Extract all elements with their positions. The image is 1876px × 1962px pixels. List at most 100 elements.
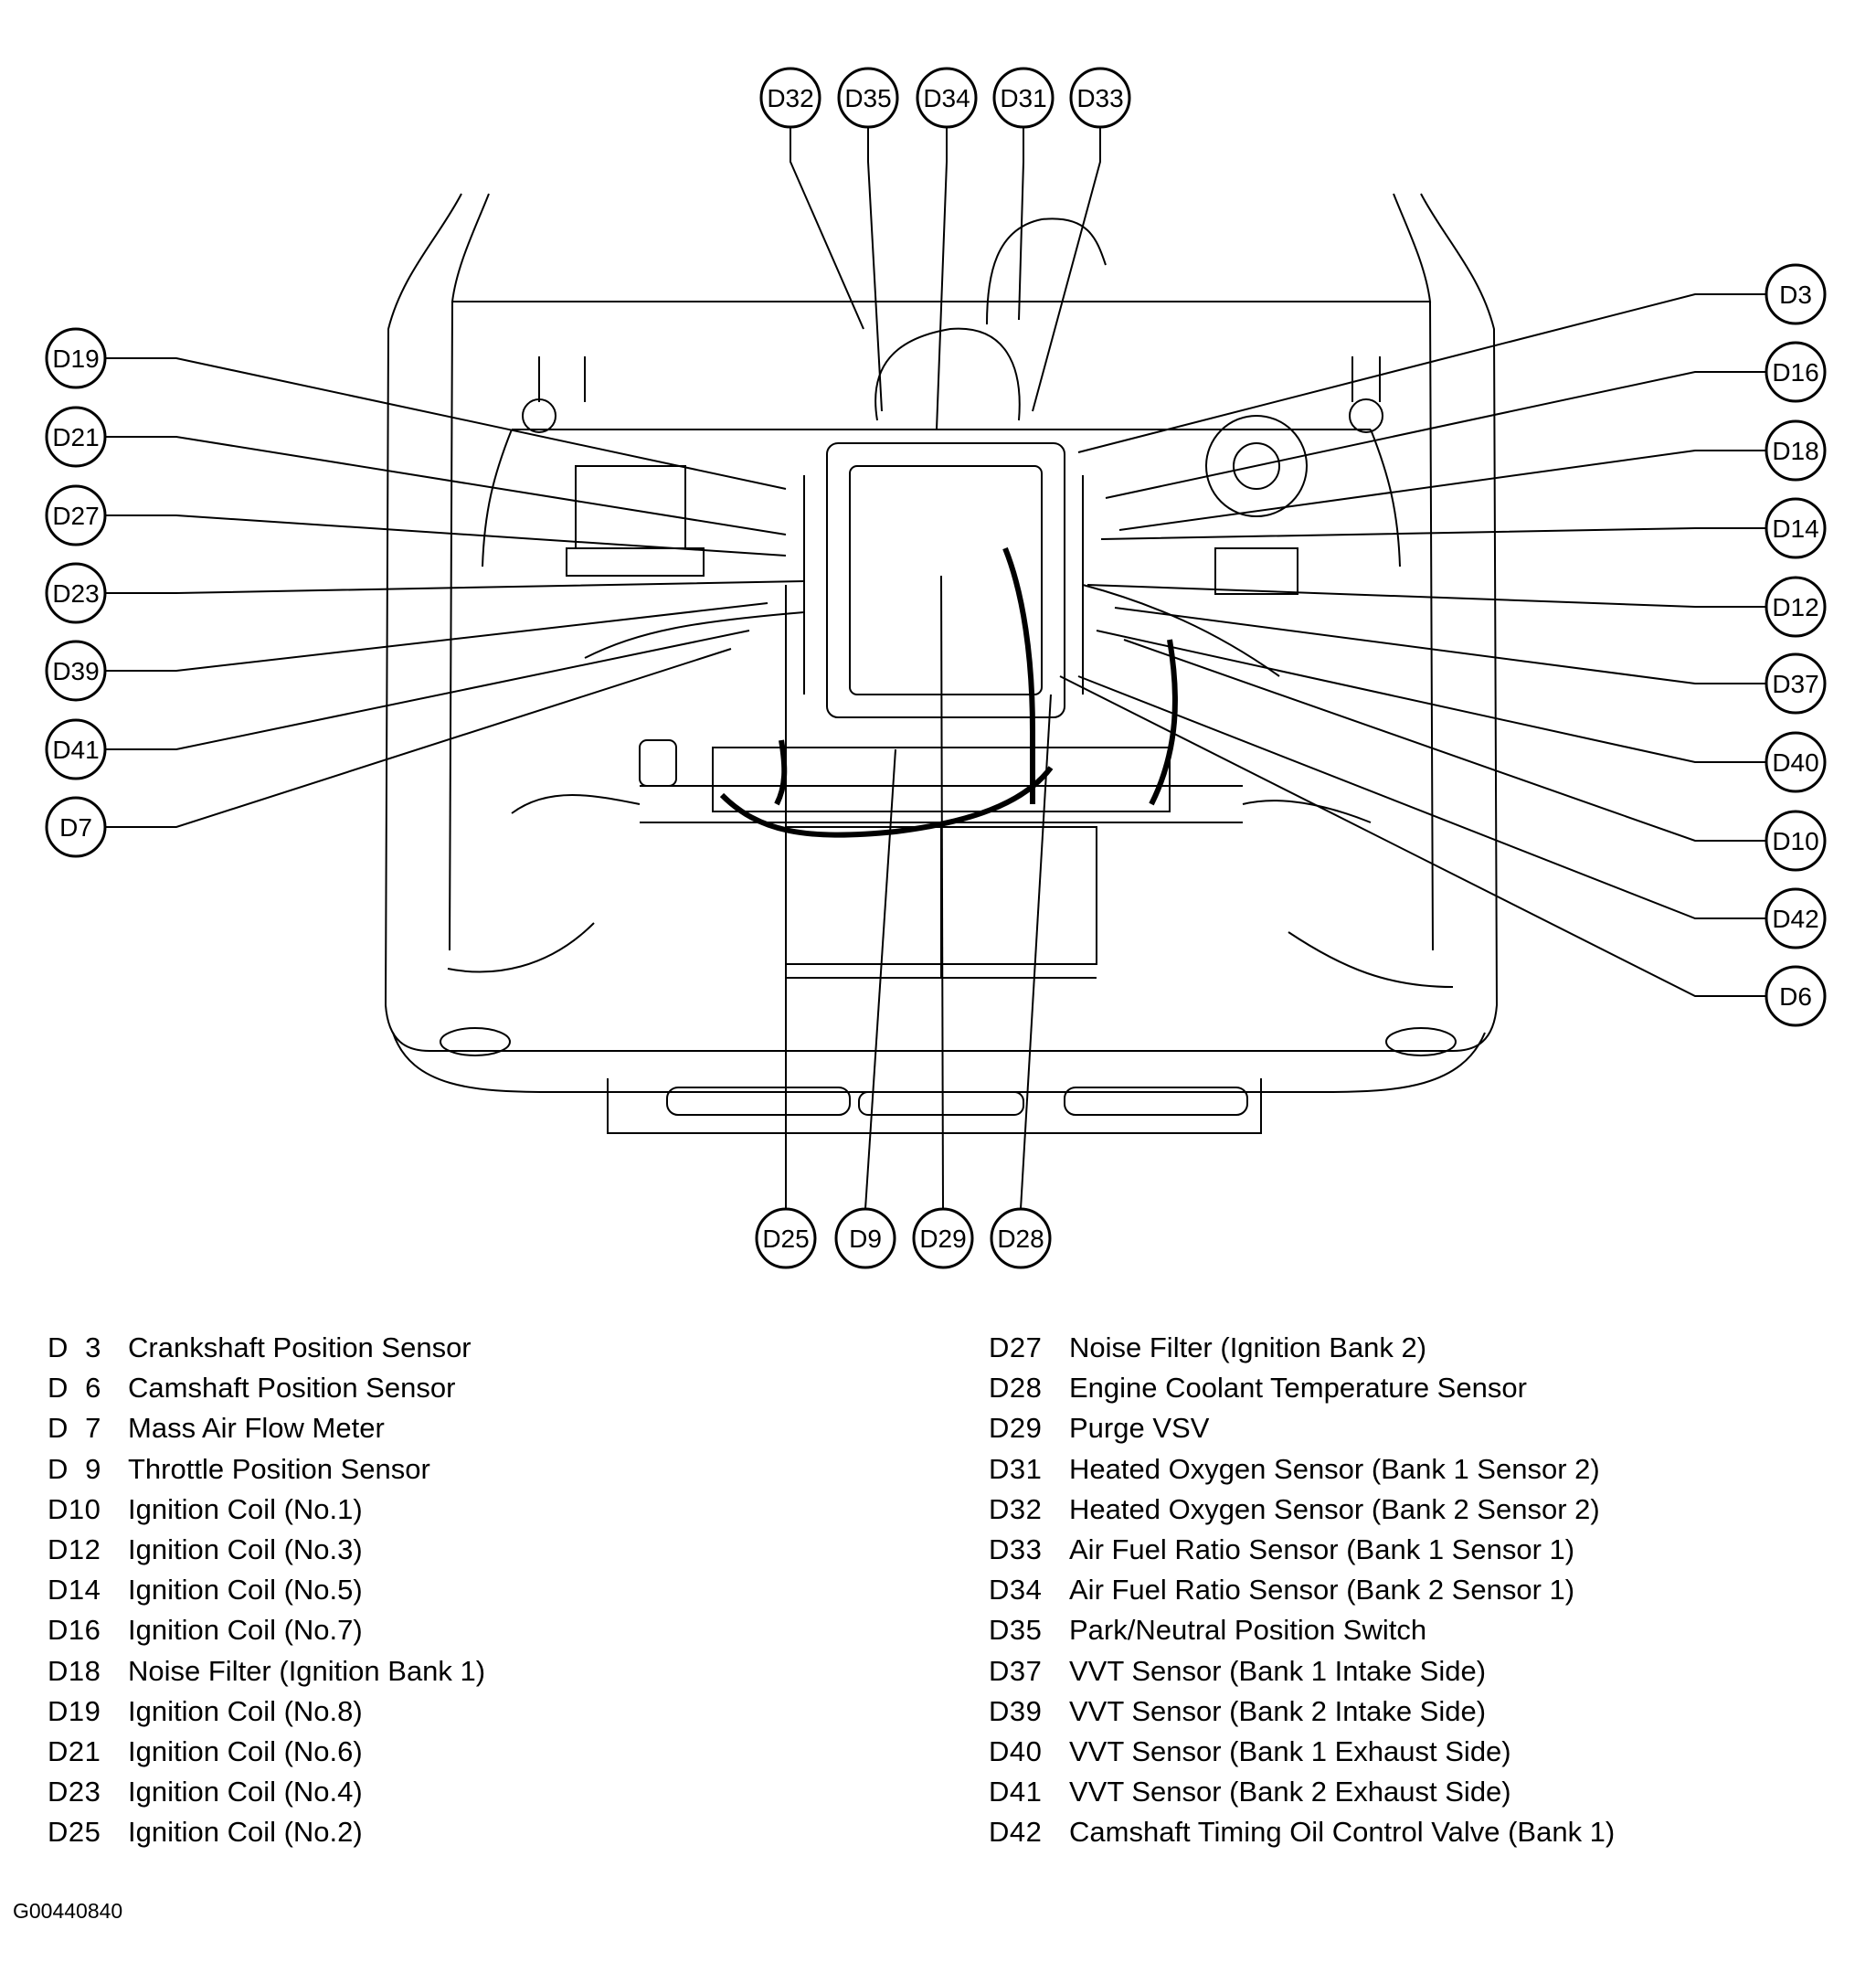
legend-name: Air Fuel Ratio Sensor (Bank 2 Sensor 1)	[1069, 1574, 1575, 1607]
callout-label: D23	[52, 579, 99, 608]
callout-circle	[759, 67, 821, 129]
legend-code: D31	[989, 1452, 1043, 1485]
legend-code: D12	[48, 1532, 101, 1565]
callout-label: D35	[844, 84, 891, 112]
callout-d16: D16	[1765, 341, 1827, 403]
callout-circle	[45, 406, 107, 468]
legend-row: D14 Ignition Coil (No.5)	[48, 1570, 870, 1610]
leader-line-d10	[1123, 639, 1766, 842]
leader-line-d12	[1086, 584, 1766, 608]
leader-line-d34	[936, 127, 948, 430]
legend-name: Ignition Coil (No.2)	[128, 1816, 363, 1849]
legend-code: D14	[48, 1574, 101, 1607]
callout-circle	[1765, 965, 1827, 1027]
callout-d14: D14	[1765, 497, 1827, 559]
callout-circle	[1765, 341, 1827, 403]
callout-d7: D7	[45, 796, 107, 858]
leader-line-d21	[105, 436, 787, 536]
leader-line-d19	[105, 357, 787, 490]
callout-label: D18	[1772, 437, 1818, 465]
callout-d19: D19	[45, 327, 107, 389]
callout-circle	[45, 562, 107, 624]
legend-code: D28	[989, 1372, 1043, 1405]
figure-id: G00440840	[13, 1899, 123, 1923]
legend-name: VVT Sensor (Bank 1 Intake Side)	[1069, 1654, 1487, 1687]
legend-code: D37	[989, 1654, 1043, 1687]
legend-name: Throttle Position Sensor	[128, 1452, 430, 1485]
callout-label: D3	[1779, 281, 1812, 309]
legend-code: D18	[48, 1654, 101, 1687]
callout-d42: D42	[1765, 887, 1827, 949]
legend-name: Noise Filter (Ignition Bank 2)	[1069, 1331, 1427, 1363]
callout-circle	[837, 67, 899, 129]
callout-label: D7	[59, 813, 92, 842]
legend-name: Camshaft Position Sensor	[128, 1372, 456, 1405]
legend-name: Air Fuel Ratio Sensor (Bank 1 Sensor 1)	[1069, 1532, 1575, 1565]
legend-name: Ignition Coil (No.4)	[128, 1776, 363, 1808]
legend-name: Ignition Coil (No.7)	[128, 1614, 363, 1647]
callout-label: D31	[1000, 84, 1046, 112]
callout-label: D19	[52, 345, 99, 373]
callout-label: D9	[849, 1225, 882, 1253]
legend-name: VVT Sensor (Bank 2 Exhaust Side)	[1069, 1776, 1511, 1808]
callout-d21: D21	[45, 406, 107, 468]
legend-code: D32	[989, 1492, 1043, 1525]
callout-label: D28	[997, 1225, 1044, 1253]
callout-label: D21	[52, 423, 99, 451]
legend-row: D18 Noise Filter (Ignition Bank 1)	[48, 1651, 870, 1692]
callout-circle	[1765, 576, 1827, 638]
callout-d37: D37	[1765, 652, 1827, 715]
callout-circle	[45, 796, 107, 858]
leader-line-d18	[1118, 450, 1766, 531]
legend-name: Ignition Coil (No.5)	[128, 1574, 363, 1607]
legend-name: Crankshaft Position Sensor	[128, 1331, 472, 1363]
callout-d3: D3	[1765, 263, 1827, 325]
callout-d25: D25	[755, 1207, 817, 1269]
callout-circle	[1069, 67, 1131, 129]
leader-line-d23	[105, 580, 805, 594]
leader-line-d33	[1032, 127, 1101, 412]
legend-name: Heated Oxygen Sensor (Bank 2 Sensor 2)	[1069, 1492, 1600, 1525]
callout-d41: D41	[45, 718, 107, 780]
callout-circle	[992, 67, 1055, 129]
legend-name: Ignition Coil (No.1)	[128, 1492, 363, 1525]
legend-name: Noise Filter (Ignition Bank 1)	[128, 1654, 486, 1687]
callout-d32: D32	[759, 67, 821, 129]
leader-line-d37	[1114, 607, 1766, 684]
leader-line-d42	[1077, 675, 1766, 919]
leader-line-d7	[105, 648, 732, 828]
callout-circle	[45, 640, 107, 702]
leader-lines	[105, 127, 1766, 1210]
callout-label: D34	[923, 84, 970, 112]
callout-circle	[834, 1207, 896, 1269]
leader-line-d41	[105, 630, 750, 750]
legend-code: D 3	[48, 1331, 101, 1363]
legend-code: D23	[48, 1776, 101, 1808]
callout-label: D32	[767, 84, 813, 112]
callout-circle	[912, 1207, 974, 1269]
callout-d33: D33	[1069, 67, 1131, 129]
leader-line-d40	[1096, 630, 1766, 763]
callout-d10: D10	[1765, 810, 1827, 872]
legend-name: Ignition Coil (No.8)	[128, 1694, 363, 1727]
callout-label: D27	[52, 502, 99, 530]
legend-code: D 9	[48, 1452, 101, 1485]
callout-label: D16	[1772, 358, 1818, 387]
leader-line-d35	[867, 127, 883, 412]
legend-row: D 9 Throttle Position Sensor	[48, 1449, 870, 1490]
callout-label: D25	[762, 1225, 809, 1253]
callout-label: D37	[1772, 670, 1818, 698]
legend-row: D37 VVT Sensor (Bank 1 Intake Side)	[989, 1651, 1857, 1692]
callout-d29: D29	[912, 1207, 974, 1269]
legend-row: D23 Ignition Coil (No.4)	[48, 1772, 870, 1812]
callout-circle	[1765, 731, 1827, 793]
